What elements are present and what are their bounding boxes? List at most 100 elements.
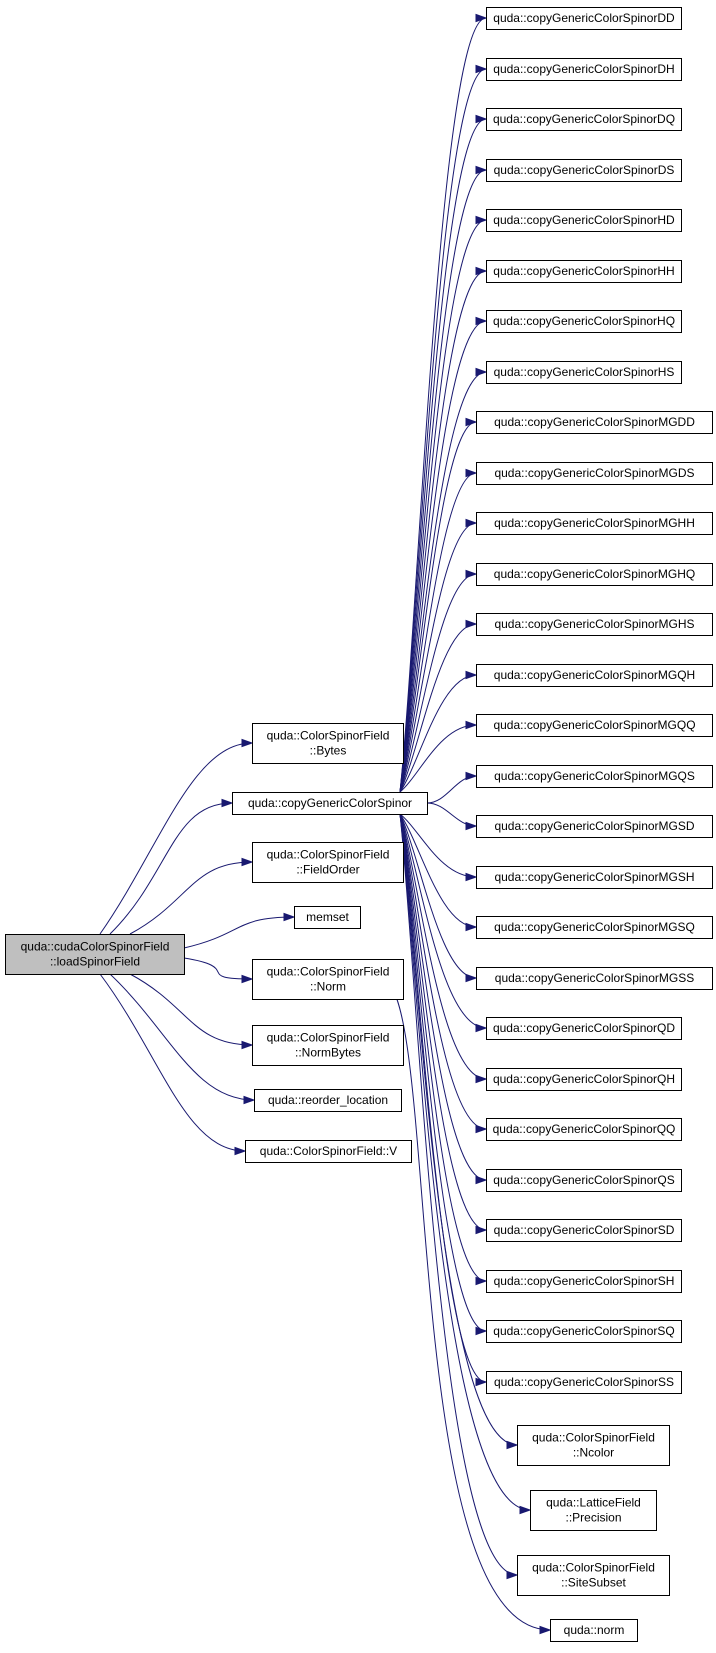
edge-arrowhead bbox=[465, 518, 478, 528]
edge-root-to-reorder-location bbox=[109, 973, 255, 1101]
node-mgsh[interactable]: quda::copyGenericColorSpinorMGSH bbox=[476, 866, 713, 889]
node-box bbox=[486, 260, 682, 283]
edge-copy-generic-to-hd bbox=[399, 219, 487, 793]
node-box bbox=[486, 1219, 682, 1242]
edge-arrowhead bbox=[475, 266, 488, 276]
node-memset[interactable]: memset bbox=[294, 906, 361, 929]
node-mghq[interactable]: quda::copyGenericColorSpinorMGHQ bbox=[476, 563, 713, 586]
node-hh[interactable]: quda::copyGenericColorSpinorHH bbox=[486, 260, 682, 283]
node-v[interactable]: quda::ColorSpinorField::V bbox=[245, 1140, 412, 1163]
node-box bbox=[486, 1320, 682, 1343]
node-label: quda::copyGenericColorSpinorSD bbox=[494, 1223, 675, 1237]
node-dd[interactable]: quda::copyGenericColorSpinorDD bbox=[486, 7, 682, 30]
node-label: quda::copyGenericColorSpinorMGDS bbox=[494, 466, 694, 480]
node-box bbox=[476, 815, 713, 838]
node-box bbox=[476, 613, 713, 636]
node-label: quda::copyGenericColorSpinorMGSD bbox=[494, 819, 694, 833]
node-label: quda::copyGenericColorSpinorHD bbox=[493, 213, 675, 227]
node-qh[interactable]: quda::copyGenericColorSpinorQH bbox=[486, 1068, 682, 1091]
edge-arrowhead bbox=[475, 1377, 488, 1387]
node-mgqh[interactable]: quda::copyGenericColorSpinorMGQH bbox=[476, 664, 713, 687]
edge-arrowhead bbox=[234, 1146, 247, 1156]
node-mgsd[interactable]: quda::copyGenericColorSpinorMGSD bbox=[476, 815, 713, 838]
node-box bbox=[486, 159, 682, 182]
node-dh[interactable]: quda::copyGenericColorSpinorDH bbox=[486, 58, 682, 81]
node-box bbox=[252, 723, 404, 764]
node-norm-bytes[interactable]: quda::ColorSpinorField::NormBytes bbox=[252, 1025, 404, 1066]
node-mghh[interactable]: quda::copyGenericColorSpinorMGHH bbox=[476, 512, 713, 535]
node-field-order[interactable]: quda::ColorSpinorField::FieldOrder bbox=[252, 842, 404, 883]
node-box bbox=[486, 1017, 682, 1040]
node-label: ::Norm bbox=[310, 980, 346, 994]
node-label: quda::copyGenericColorSpinor bbox=[248, 796, 412, 810]
node-qd[interactable]: quda::copyGenericColorSpinorQD bbox=[486, 1017, 682, 1040]
edge-root-to-field-order bbox=[129, 861, 253, 935]
node-label: quda::ColorSpinorField bbox=[267, 848, 390, 862]
edge-arrowhead bbox=[475, 1124, 488, 1134]
node-box bbox=[476, 866, 713, 889]
node-mgsq[interactable]: quda::copyGenericColorSpinorMGSQ bbox=[476, 916, 713, 939]
node-box bbox=[5, 934, 185, 975]
node-dq[interactable]: quda::copyGenericColorSpinorDQ bbox=[486, 108, 682, 131]
node-label: quda::reorder_location bbox=[268, 1093, 388, 1107]
node-reorder-location[interactable]: quda::reorder_location bbox=[254, 1089, 402, 1112]
node-sq[interactable]: quda::copyGenericColorSpinorSQ bbox=[486, 1320, 682, 1343]
node-sh[interactable]: quda::copyGenericColorSpinorSH bbox=[486, 1270, 682, 1293]
edge-root-to-norm-method bbox=[183, 957, 253, 980]
edge-copy-generic-to-hs bbox=[399, 371, 487, 793]
node-label: ::Precision bbox=[565, 1511, 621, 1525]
node-label: ::FieldOrder bbox=[296, 863, 359, 877]
node-label: quda::copyGenericColorSpinorMGQH bbox=[494, 668, 695, 682]
node-ncolor[interactable]: quda::ColorSpinorField::Ncolor bbox=[517, 1425, 670, 1466]
node-label: quda::copyGenericColorSpinorQS bbox=[493, 1173, 674, 1187]
node-norm-fn[interactable]: quda::norm bbox=[550, 1619, 638, 1642]
node-qs[interactable]: quda::copyGenericColorSpinorQS bbox=[486, 1169, 682, 1192]
node-hq[interactable]: quda::copyGenericColorSpinorHQ bbox=[486, 310, 682, 333]
node-bytes[interactable]: quda::ColorSpinorField::Bytes bbox=[252, 723, 404, 764]
node-label: memset bbox=[306, 910, 349, 924]
edge-copy-generic-to-sd bbox=[399, 813, 487, 1231]
node-box bbox=[486, 58, 682, 81]
node-qq[interactable]: quda::copyGenericColorSpinorQQ bbox=[486, 1118, 682, 1141]
node-mgqq[interactable]: quda::copyGenericColorSpinorMGQQ bbox=[476, 714, 713, 737]
edge-copy-generic-to-qs bbox=[399, 813, 487, 1181]
node-label: ::Ncolor bbox=[573, 1446, 614, 1460]
node-box bbox=[476, 967, 713, 990]
node-mghs[interactable]: quda::copyGenericColorSpinorMGHS bbox=[476, 613, 713, 636]
node-ss[interactable]: quda::copyGenericColorSpinorSS bbox=[486, 1371, 682, 1394]
node-norm-method[interactable]: quda::ColorSpinorField::Norm bbox=[252, 959, 404, 1000]
node-copy-generic[interactable]: quda::copyGenericColorSpinor bbox=[232, 792, 428, 815]
node-box bbox=[254, 1089, 402, 1112]
node-label: ::loadSpinorField bbox=[50, 955, 140, 969]
node-box bbox=[517, 1425, 670, 1466]
edge-root-to-bytes bbox=[99, 742, 253, 935]
edge-copy-generic-to-sq bbox=[399, 813, 487, 1332]
node-mgdd[interactable]: quda::copyGenericColorSpinorMGDD bbox=[476, 411, 713, 434]
edge-arrowhead bbox=[241, 974, 254, 984]
edge-arrowhead bbox=[465, 973, 478, 983]
edge-arrowhead bbox=[475, 1074, 488, 1084]
node-precision[interactable]: quda::LatticeField::Precision bbox=[530, 1490, 657, 1531]
node-label: quda::copyGenericColorSpinorQD bbox=[493, 1021, 675, 1035]
node-mgds[interactable]: quda::copyGenericColorSpinorMGDS bbox=[476, 462, 713, 485]
node-ds[interactable]: quda::copyGenericColorSpinorDS bbox=[486, 159, 682, 182]
edge-arrowhead bbox=[243, 1095, 256, 1105]
node-label: quda::copyGenericColorSpinorMGDD bbox=[494, 415, 695, 429]
node-mgss[interactable]: quda::copyGenericColorSpinorMGSS bbox=[476, 967, 713, 990]
node-box bbox=[486, 1270, 682, 1293]
edge-copy-generic-to-site-subset bbox=[399, 813, 518, 1576]
node-hs[interactable]: quda::copyGenericColorSpinorHS bbox=[486, 361, 682, 384]
edge-arrowhead bbox=[241, 1040, 254, 1050]
node-box bbox=[550, 1619, 638, 1642]
edge-copy-generic-to-qh bbox=[399, 813, 487, 1080]
node-site-subset[interactable]: quda::ColorSpinorField::SiteSubset bbox=[517, 1555, 670, 1596]
edge-copy-generic-to-ncolor bbox=[399, 813, 518, 1446]
node-root[interactable]: quda::cudaColorSpinorField::loadSpinorFi… bbox=[5, 934, 185, 975]
edge-arrowhead bbox=[475, 1326, 488, 1336]
node-sd[interactable]: quda::copyGenericColorSpinorSD bbox=[486, 1219, 682, 1242]
node-hd[interactable]: quda::copyGenericColorSpinorHD bbox=[486, 209, 682, 232]
node-mgqs[interactable]: quda::copyGenericColorSpinorMGQS bbox=[476, 765, 713, 788]
node-box bbox=[530, 1490, 657, 1531]
node-label: quda::copyGenericColorSpinorHH bbox=[493, 264, 674, 278]
